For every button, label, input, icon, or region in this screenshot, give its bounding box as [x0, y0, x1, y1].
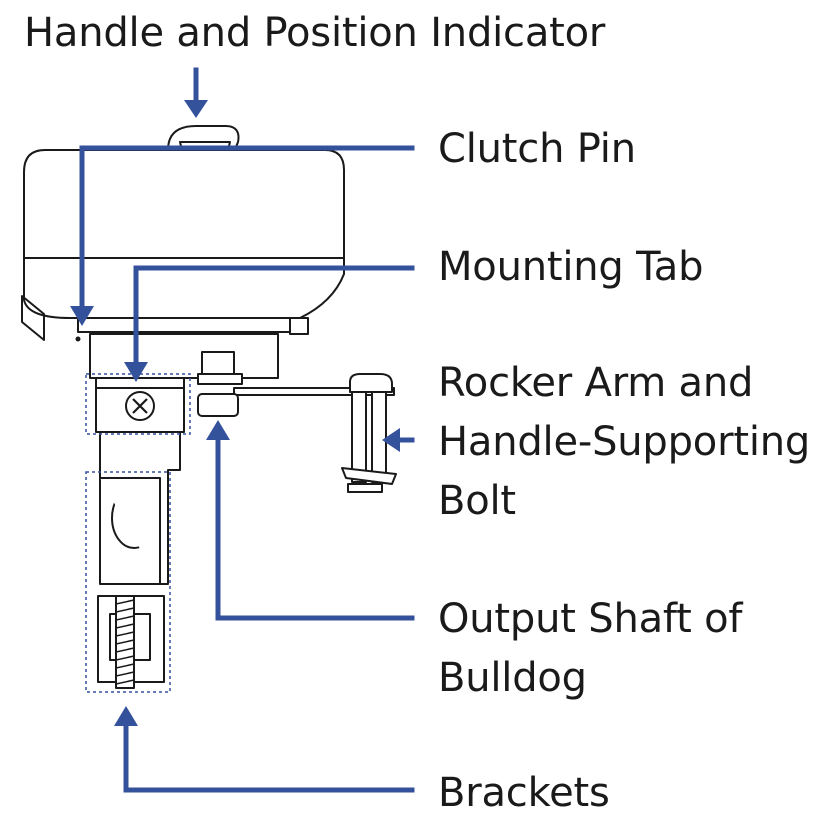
- mounting-tab-label: Mounting Tab: [438, 244, 704, 290]
- rocker-arm-label: Rocker Arm and Handle-Supporting Bolt: [438, 360, 811, 524]
- actuator-housing: [21, 149, 345, 342]
- output-shaft-block: [197, 351, 243, 385]
- mounting-tab-highlight: [85, 373, 191, 435]
- brackets-arrowhead: [114, 706, 138, 726]
- brackets-label: Brackets: [438, 770, 610, 816]
- mounting-tab-arrowhead: [124, 362, 148, 382]
- bracket-upper: [99, 431, 181, 585]
- mounting-tab-leader: [133, 265, 415, 367]
- mounting-tab: [95, 377, 185, 433]
- output-shaft-leader: [215, 433, 415, 621]
- handle-label: Handle and Position Indicator: [24, 10, 606, 56]
- output-shaft-arrowhead: [206, 420, 230, 440]
- clutch-pin-label: Clutch Pin: [438, 126, 636, 172]
- brackets-highlight: [85, 471, 171, 693]
- output-shaft-label: Output Shaft of Bulldog: [438, 596, 743, 701]
- base-plate: [77, 317, 309, 379]
- clutch-pin-leader: [79, 145, 415, 311]
- handle-arrowhead: [184, 100, 208, 118]
- rocker-arm: [197, 373, 397, 493]
- brackets-leader: [123, 721, 415, 793]
- rocker-arm-arrowhead: [382, 428, 400, 452]
- clutch-pin-arrowhead: [70, 306, 94, 326]
- bracket-lower: [97, 595, 165, 689]
